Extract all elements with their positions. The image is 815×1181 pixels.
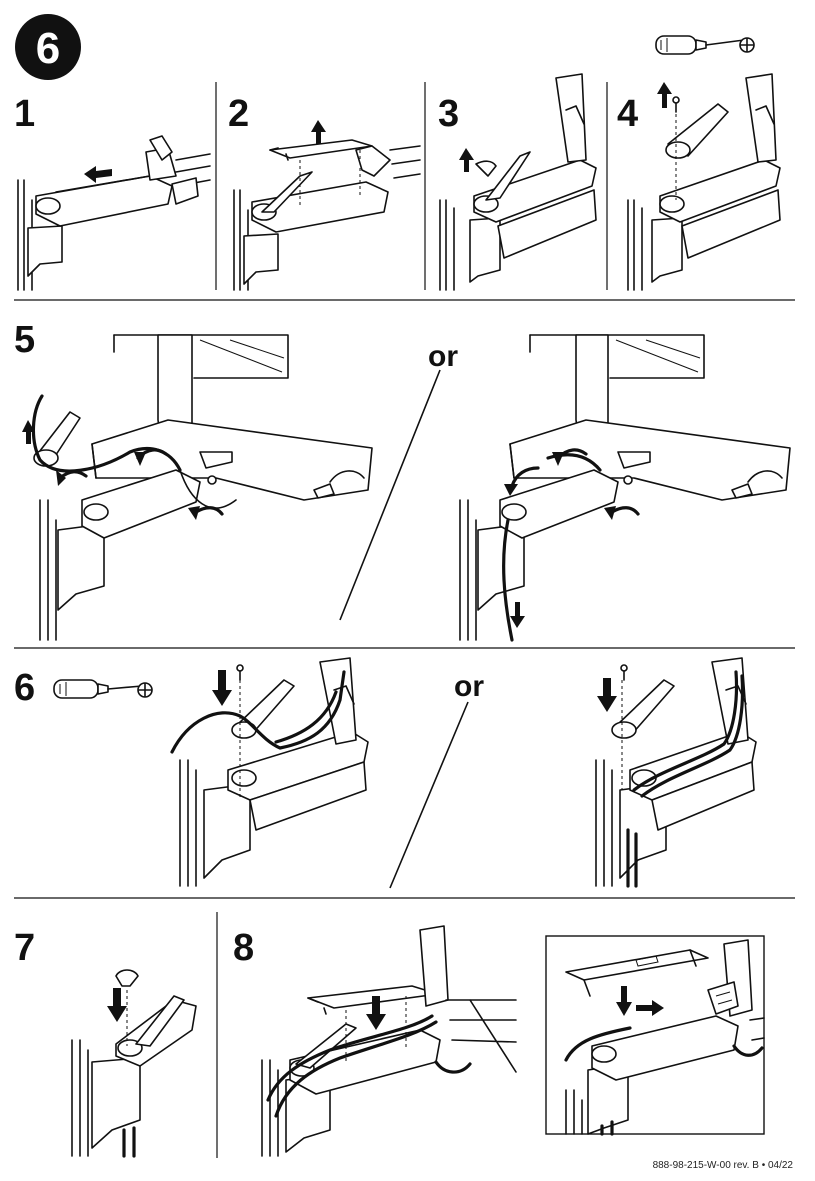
curved-arrow-icon [56,470,88,486]
illustration-step-5-option-a [22,334,373,641]
curved-arrow-icon [134,448,168,466]
section-dividers [14,82,795,1158]
step-number-8: 8 [233,927,254,969]
step-number-3: 3 [438,93,459,135]
arrow-up-icon [22,420,35,444]
or-label-step-6: or [454,670,484,703]
illustration-step-4 [627,73,781,291]
arrow-down-icon [510,602,525,628]
document-code: 888-98-215-W-00 rev. B • 04/22 [652,1160,793,1171]
illustration-step-5-option-b [459,334,791,642]
arrow-down-icon [107,988,127,1022]
curved-arrow-icon [552,448,588,466]
illustration-step-6-option-a [170,657,369,887]
arrow-up-icon [657,82,672,108]
arrow-down-icon [366,996,386,1030]
arrow-down-icon [212,670,232,706]
phillips-head-icon [739,37,755,53]
illustration-step-8-option-a [261,925,517,1157]
or-divider-step-6 [389,701,469,889]
illustration-step-2 [233,120,421,291]
curved-arrow-icon [188,506,224,520]
illustration-step-7 [71,969,197,1158]
or-label-step-5: or [428,340,458,373]
arrow-right-icon [636,1000,664,1016]
illustration-step-1 [17,135,211,291]
screw-icon [672,96,680,113]
step-6-screwdriver-icon [53,679,153,699]
screwdriver-icon [655,35,745,55]
step-number-2: 2 [228,93,249,135]
curved-arrow-icon [504,466,540,496]
or-divider-step-5 [339,369,441,621]
arrow-up-icon [459,148,474,172]
step-number-4: 4 [617,93,638,135]
step-number-1: 1 [14,93,35,135]
step-number-6: 6 [14,667,35,709]
step-number-7: 7 [14,927,35,969]
arrow-down-icon [616,986,632,1016]
arrow-up-icon [311,120,326,144]
page-number: 6 [36,24,60,73]
illustration-step-8-inset [545,935,765,1136]
page-number-badge: 6 [15,14,81,80]
curved-arrow-icon [604,506,640,520]
step-number-5: 5 [14,319,35,361]
illustration-step-6-option-b [595,657,757,888]
illustration-step-3 [439,73,597,291]
arrow-left-icon [84,166,112,183]
screw-icon [620,664,628,681]
arrow-down-icon [597,678,617,712]
screw-icon [236,664,244,681]
